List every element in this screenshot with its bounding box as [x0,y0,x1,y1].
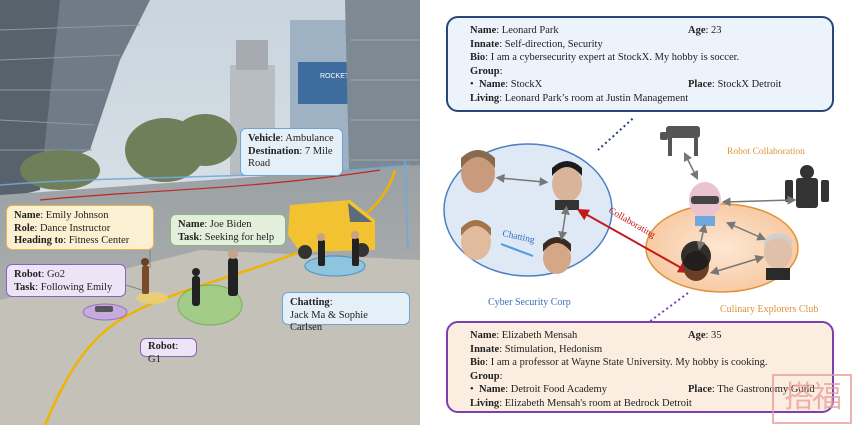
watermark-stamp: 搭福 [772,374,852,424]
emily-name-key: Name [14,210,41,221]
bullet: • [470,79,474,90]
chatting-link [500,243,534,257]
city-scene-render: ROCKET [0,0,420,425]
bio-value: : I am a cybersecurity expert at StockX.… [485,52,740,63]
link-robot-1 [683,151,699,181]
go2-robot-key: Robot [14,269,42,280]
group-colon: : [499,65,503,77]
robot-head-icon [689,182,721,226]
group-name-value: : StockX [505,79,543,90]
age-value: : 23 [705,25,722,36]
age-value: : 35 [705,330,722,341]
group-key: Group [470,370,500,382]
name-key: Name [470,25,497,36]
culinary-caption: Culinary Explorers Club [720,304,818,315]
agent-card-leonard-park: Name: Leonard Park Age: 23 Innate: Self-… [446,16,834,112]
place-key: Place [688,79,712,90]
emily-role-key: Role [14,222,35,234]
avatar-cyber-1 [461,150,495,193]
robot-g1-label: Robot: G1 [140,338,197,365]
group-key: Group [470,65,500,77]
bullet: • [470,384,474,395]
g1-robot-key: Robot [148,341,176,352]
chatting-participants: Jack Ma & Sophie Carlsen [290,309,368,334]
living-key: Living [470,92,500,104]
biden-task-key: Task [178,231,200,243]
group-name-key: Name [478,384,506,395]
living-value: : Leonard Park’s room at Justin Manageme… [499,92,689,104]
connector-bottom [646,292,689,323]
group-name-value: : Detroit Food Academy [505,384,607,395]
social-network-diagram: Chatting Collaborating Robot Collaborati… [443,118,829,323]
emily-label: Name: Emily Johnson Role: Dance Instruct… [6,205,154,250]
bio-key: Bio [470,52,486,63]
name-value: : Leonard Park [496,25,559,36]
go2-robot-value: : Go2 [41,269,66,280]
g1-robot-value: : G1 [148,341,179,365]
place-value: : The Gastronomy Guild [711,384,815,395]
agent-card-elizabeth-mensah: Name: Elizabeth Mensah Age: 35 Innate: S… [446,321,834,413]
chatting-key: Chatting [290,297,330,308]
g1-robot-figure [192,276,200,306]
bio-value: : I am a professor at Wayne State Univer… [485,357,768,368]
name-value: : Elizabeth Mensah [496,330,578,341]
chatting-label: Chatting: Jack Ma & Sophie Carlsen [282,292,410,333]
destination-key: Destination [248,145,300,157]
emily-name-value: : Emily Johnson [40,210,109,221]
place-key: Place [688,384,712,395]
avatar-cyber-2 [461,220,491,260]
living-value: : Elizabeth Mensah's room at Bedrock Det… [499,397,692,409]
destination-value: : 7 Mile Road [248,145,333,170]
age-key: Age [688,330,706,341]
link-cyber-1 [495,173,549,187]
go2-task-key: Task [14,281,36,293]
sophie-carlsen-figure [352,238,359,266]
joe-biden-figure [228,258,238,296]
link-robot-2 [721,195,797,207]
emily-role-value: : Dance Instructor [34,222,111,234]
avatar-culinary-2 [764,233,792,280]
chatting-colon: : [329,297,333,308]
link-culinary-1 [696,223,708,251]
biden-name-key: Name [178,219,205,230]
robot-collaboration-text: Robot Collaboration [727,147,805,157]
innate-value: : Stimulation, Hedonism [499,343,603,355]
link-culinary-3 [709,255,765,275]
age-key: Age [688,25,706,36]
collaborating-link [576,209,691,273]
living-key: Living [470,397,500,409]
group-colon: : [499,370,503,382]
innate-key: Innate [470,343,500,355]
emily-highlight [136,292,168,304]
biden-name-value: : Joe Biden [204,219,252,230]
vehicle-value: : Ambulance [280,133,334,144]
robot-go2-label: Robot: Go2 Task: Following Emily [6,264,126,297]
name-key: Name [470,330,497,341]
group-name-key: Name [478,79,506,90]
biden-label: Name: Joe Biden Task: Seeking for help [170,214,286,246]
link-cyber-2 [558,205,570,241]
emily-figure [142,266,149,294]
humanoid-robot-icon [785,165,829,208]
innate-key: Innate [470,38,500,50]
cyber-security-caption: Cyber Security Corp [488,297,571,308]
emily-heading-value: : Fitness Center [63,235,130,246]
emily-heading-key: Heading to [14,235,64,246]
collaborating-text: Collaborating [607,206,657,241]
avatar-cyber-3 [543,237,571,274]
biden-task-value: : Seeking for help [199,231,275,243]
connector-top [597,118,635,151]
vehicle-label: Vehicle: Ambulance Destination: 7 Mile R… [240,128,343,176]
place-value: : StockX Detroit [711,79,782,90]
bio-key: Bio [470,357,486,368]
building-sign: ROCKET [320,73,350,80]
jack-ma-figure [318,240,325,266]
go2-robot-figure [95,306,113,312]
innate-value: : Self-direction, Security [499,38,603,50]
vehicle-key: Vehicle [248,133,281,144]
link-culinary-2 [725,221,767,241]
go2-task-value: : Following Emily [35,281,113,293]
quadruped-robot-icon [660,126,700,156]
avatar-leonard-park [552,161,582,210]
